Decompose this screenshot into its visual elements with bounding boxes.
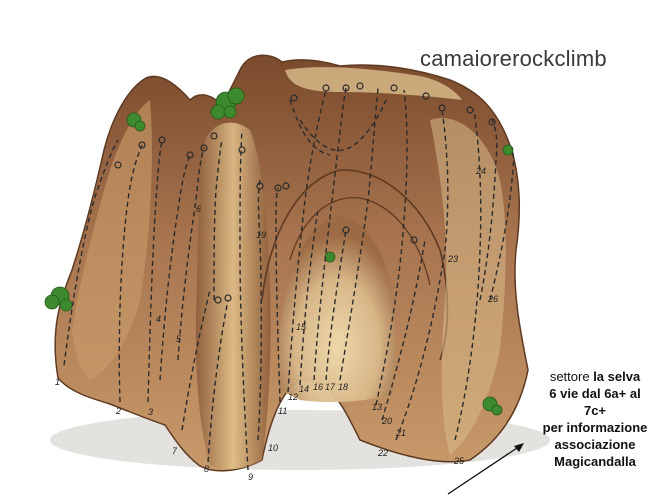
- rock-massif: [54, 54, 529, 472]
- cave-arch: [278, 216, 396, 403]
- vegetation: [44, 87, 514, 416]
- route-num-18: 18: [338, 382, 348, 392]
- route-num-3: 3: [148, 407, 153, 417]
- sector-name: la selva: [593, 369, 641, 384]
- central-pillar: [195, 122, 271, 470]
- left-buttress-face: [72, 100, 152, 380]
- route-num-17: 17: [325, 382, 336, 392]
- route-num-19: 19: [256, 230, 266, 240]
- cave-mid-arch: [289, 196, 431, 286]
- route-num-5: 5: [176, 334, 182, 344]
- sector-line-2: 6 vie dal 6a+ al 7c+: [540, 385, 650, 419]
- route-num-6: 6: [196, 204, 201, 214]
- route-num-24: 24: [475, 166, 486, 176]
- route-num-26: 26: [487, 294, 498, 304]
- route-num-8: 8: [204, 464, 209, 474]
- sector-prefix: settore: [549, 369, 590, 384]
- route-num-13: 13: [372, 402, 382, 412]
- route-num-25: 25: [453, 456, 465, 466]
- routes: [63, 87, 515, 471]
- brand-title: camaiorerockclimb: [420, 46, 607, 71]
- sector-info-label: per informazione: [542, 420, 648, 435]
- sector-line-4: associazione: [540, 436, 650, 453]
- route-num-2: 2: [115, 406, 121, 416]
- sector-association-name: Magicandalla: [554, 454, 636, 469]
- right-face: [430, 118, 506, 455]
- sector-line-1: settore la selva: [540, 368, 650, 385]
- sector-line-3: per informazione: [540, 419, 650, 436]
- route-num-22: 22: [377, 448, 388, 458]
- route-num-4: 4: [156, 314, 161, 324]
- sector-association-label: associazione: [554, 437, 636, 452]
- pointer-arrow-icon: [447, 443, 524, 495]
- route-num-23: 23: [447, 254, 458, 264]
- route-num-15: 15: [296, 322, 307, 332]
- sector-grades: 6 vie dal 6a+ al 7c+: [549, 386, 641, 418]
- route-num-1: 1: [55, 377, 60, 387]
- route-num-14: 14: [299, 384, 309, 394]
- route-num-7: 7: [172, 446, 178, 456]
- route-num-11: 11: [278, 406, 287, 416]
- route-number-labels: 1 2 3 4 5 6 7 8 9 10 11 12 13 14 15 16 1…: [55, 166, 498, 482]
- route-num-16: 16: [313, 382, 323, 392]
- route-anchors: [114, 82, 496, 304]
- route-num-12: 12: [288, 392, 298, 402]
- route-num-20: 20: [381, 416, 392, 426]
- route-num-21: 21: [395, 428, 406, 438]
- route-num-9: 9: [248, 472, 253, 482]
- top-crown: [285, 67, 462, 100]
- route-num-10: 10: [268, 443, 278, 453]
- sector-line-5: Magicandalla: [540, 453, 650, 470]
- sector-info: settore la selva 6 vie dal 6a+ al 7c+ pe…: [540, 368, 650, 470]
